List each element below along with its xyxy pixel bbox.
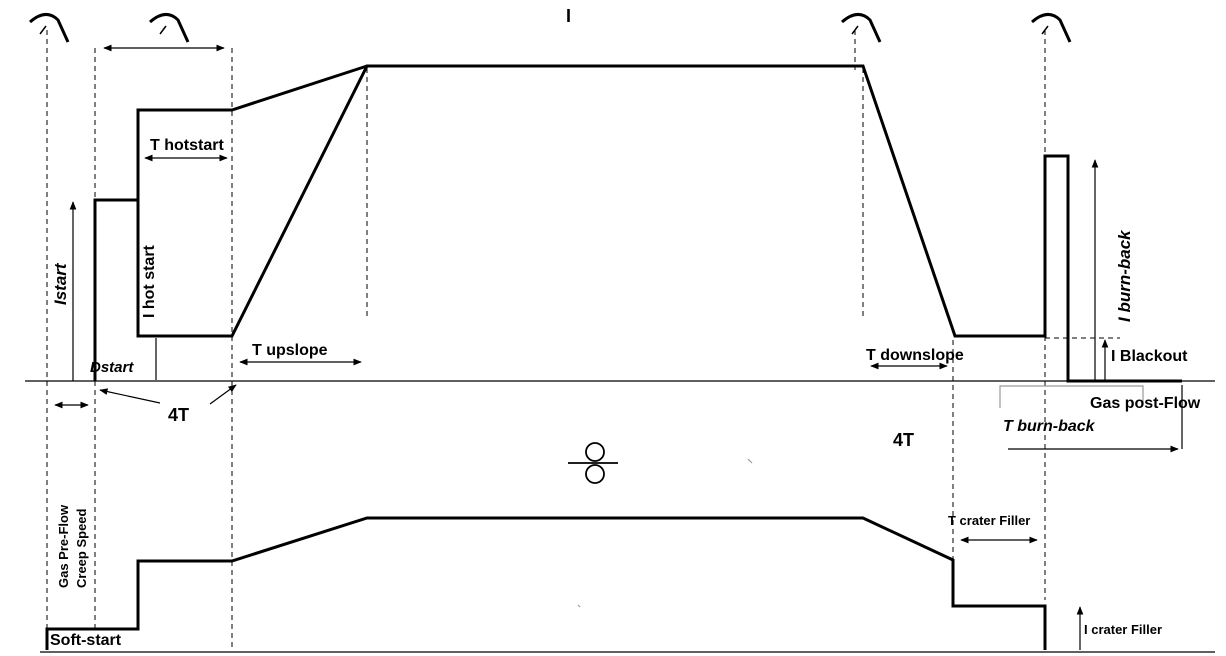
creep-speed-label: Creep Speed	[74, 508, 89, 588]
t-hotstart-label: T hotstart	[150, 137, 224, 154]
torch-trigger-icon	[29, 13, 70, 43]
torch-trigger-icon	[149, 13, 190, 43]
torch-trigger-icon	[1031, 13, 1072, 43]
i-blackout-label: I Blackout	[1111, 348, 1188, 365]
current-waveform	[93, 64, 1182, 383]
istart-label: Istart	[51, 262, 70, 305]
torch-trigger-icon	[841, 13, 882, 43]
soft-start-label: Soft-start	[50, 632, 122, 649]
title-mark: I	[566, 6, 571, 26]
i-hot-start-label: I hot start	[141, 244, 158, 318]
speck-mark	[747, 458, 753, 464]
wire-feed-roller-icon	[568, 442, 618, 484]
gas-pre-flow-label: Gas Pre-Flow	[56, 504, 71, 588]
t-burn-back-label: T burn-back	[1003, 418, 1096, 435]
four-t-label: 4T	[893, 430, 914, 450]
dimension-arrows	[54, 44, 1183, 650]
speck-mark	[577, 604, 581, 608]
i-burn-back-label: I burn-back	[1115, 229, 1134, 322]
phase-guide-lines	[46, 30, 1120, 650]
t-downslope-label: T downslope	[866, 347, 964, 364]
t-upslope-label: T upslope	[252, 342, 328, 359]
burn-back-bracket	[999, 385, 1144, 408]
hotstart-step	[136, 64, 368, 336]
i-crater-filler-label: I crater Filler	[1084, 622, 1162, 637]
t-crater-filler-label: T crater Filler	[948, 513, 1030, 528]
dstart-label: Dstart	[90, 359, 134, 376]
four-t-label: 4T	[168, 405, 189, 425]
wire-speed-waveform	[45, 516, 1047, 650]
gas-post-flow-label: Gas post-Flow	[1090, 395, 1201, 412]
